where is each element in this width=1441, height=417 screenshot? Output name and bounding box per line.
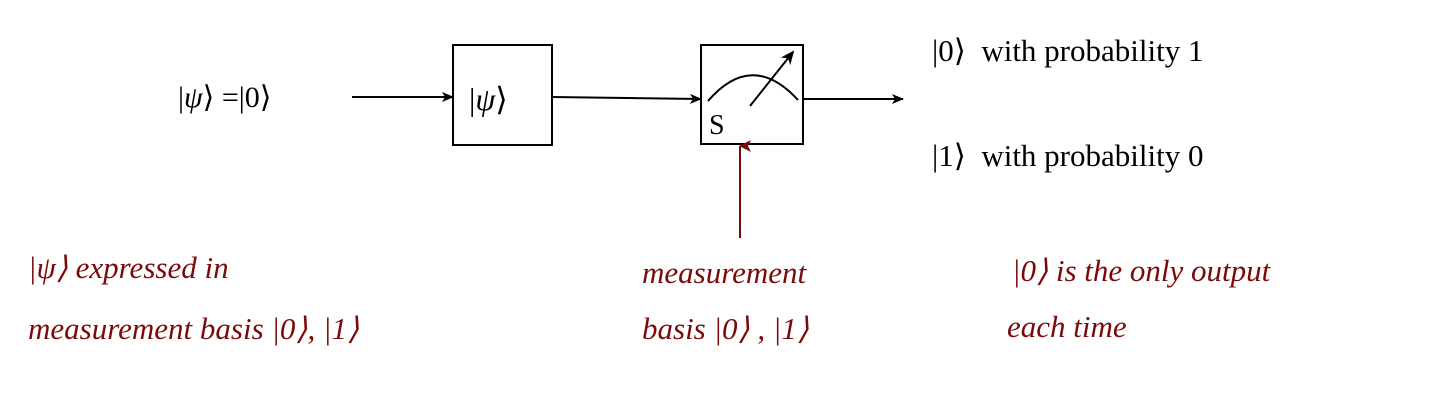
left-annotation-line1: |ψ⟩ expressed in — [28, 252, 229, 283]
state-box-psi: ψ — [475, 81, 496, 117]
right-annotation-state: |0⟩ — [1012, 253, 1049, 288]
input-state-label: |ψ⟩ =|0⟩ — [178, 83, 272, 113]
meter-box — [700, 44, 804, 145]
state-box-rangle: ⟩ — [495, 81, 508, 117]
middle-annotation-line2: basis |0⟩ , |1⟩ — [642, 311, 809, 346]
left-annotation-state: |ψ⟩ — [28, 250, 68, 285]
right-annotation-text: is the only output — [1055, 253, 1271, 288]
arrow-state-box-to-meter — [551, 93, 702, 104]
left-annotation-text: expressed in — [75, 250, 229, 285]
output-row-zero: |0⟩ with probability 1 — [932, 35, 1203, 66]
meter-label: S — [709, 110, 725, 141]
input-bar-left-2: | — [238, 81, 245, 114]
left-annotation-line2: measurement basis |0⟩, |1⟩ — [28, 311, 360, 346]
output-zero-state: |0⟩ — [932, 33, 966, 68]
state-box-bar: | — [469, 81, 476, 117]
input-psi: ψ — [184, 81, 203, 114]
meter-needle-icon — [749, 50, 795, 107]
input-bar-left: | — [178, 81, 185, 114]
output-one-state: |1⟩ — [932, 138, 966, 173]
right-annotation-line1: |0⟩ is the only output — [1012, 255, 1270, 286]
input-zero: 0⟩ — [244, 81, 272, 114]
state-box-label: |ψ⟩ — [469, 83, 508, 115]
output-zero-text: with probability 1 — [981, 33, 1204, 68]
output-one-text: with probability 0 — [981, 138, 1204, 173]
right-annotation-line2: each time — [1007, 309, 1127, 344]
input-rangle-eq: ⟩ = — [202, 81, 239, 114]
output-row-one: |1⟩ with probability 0 — [932, 140, 1203, 171]
middle-annotation-line1: measurement — [642, 255, 807, 290]
meter-dial-arc — [707, 74, 799, 102]
state-box — [452, 44, 553, 146]
